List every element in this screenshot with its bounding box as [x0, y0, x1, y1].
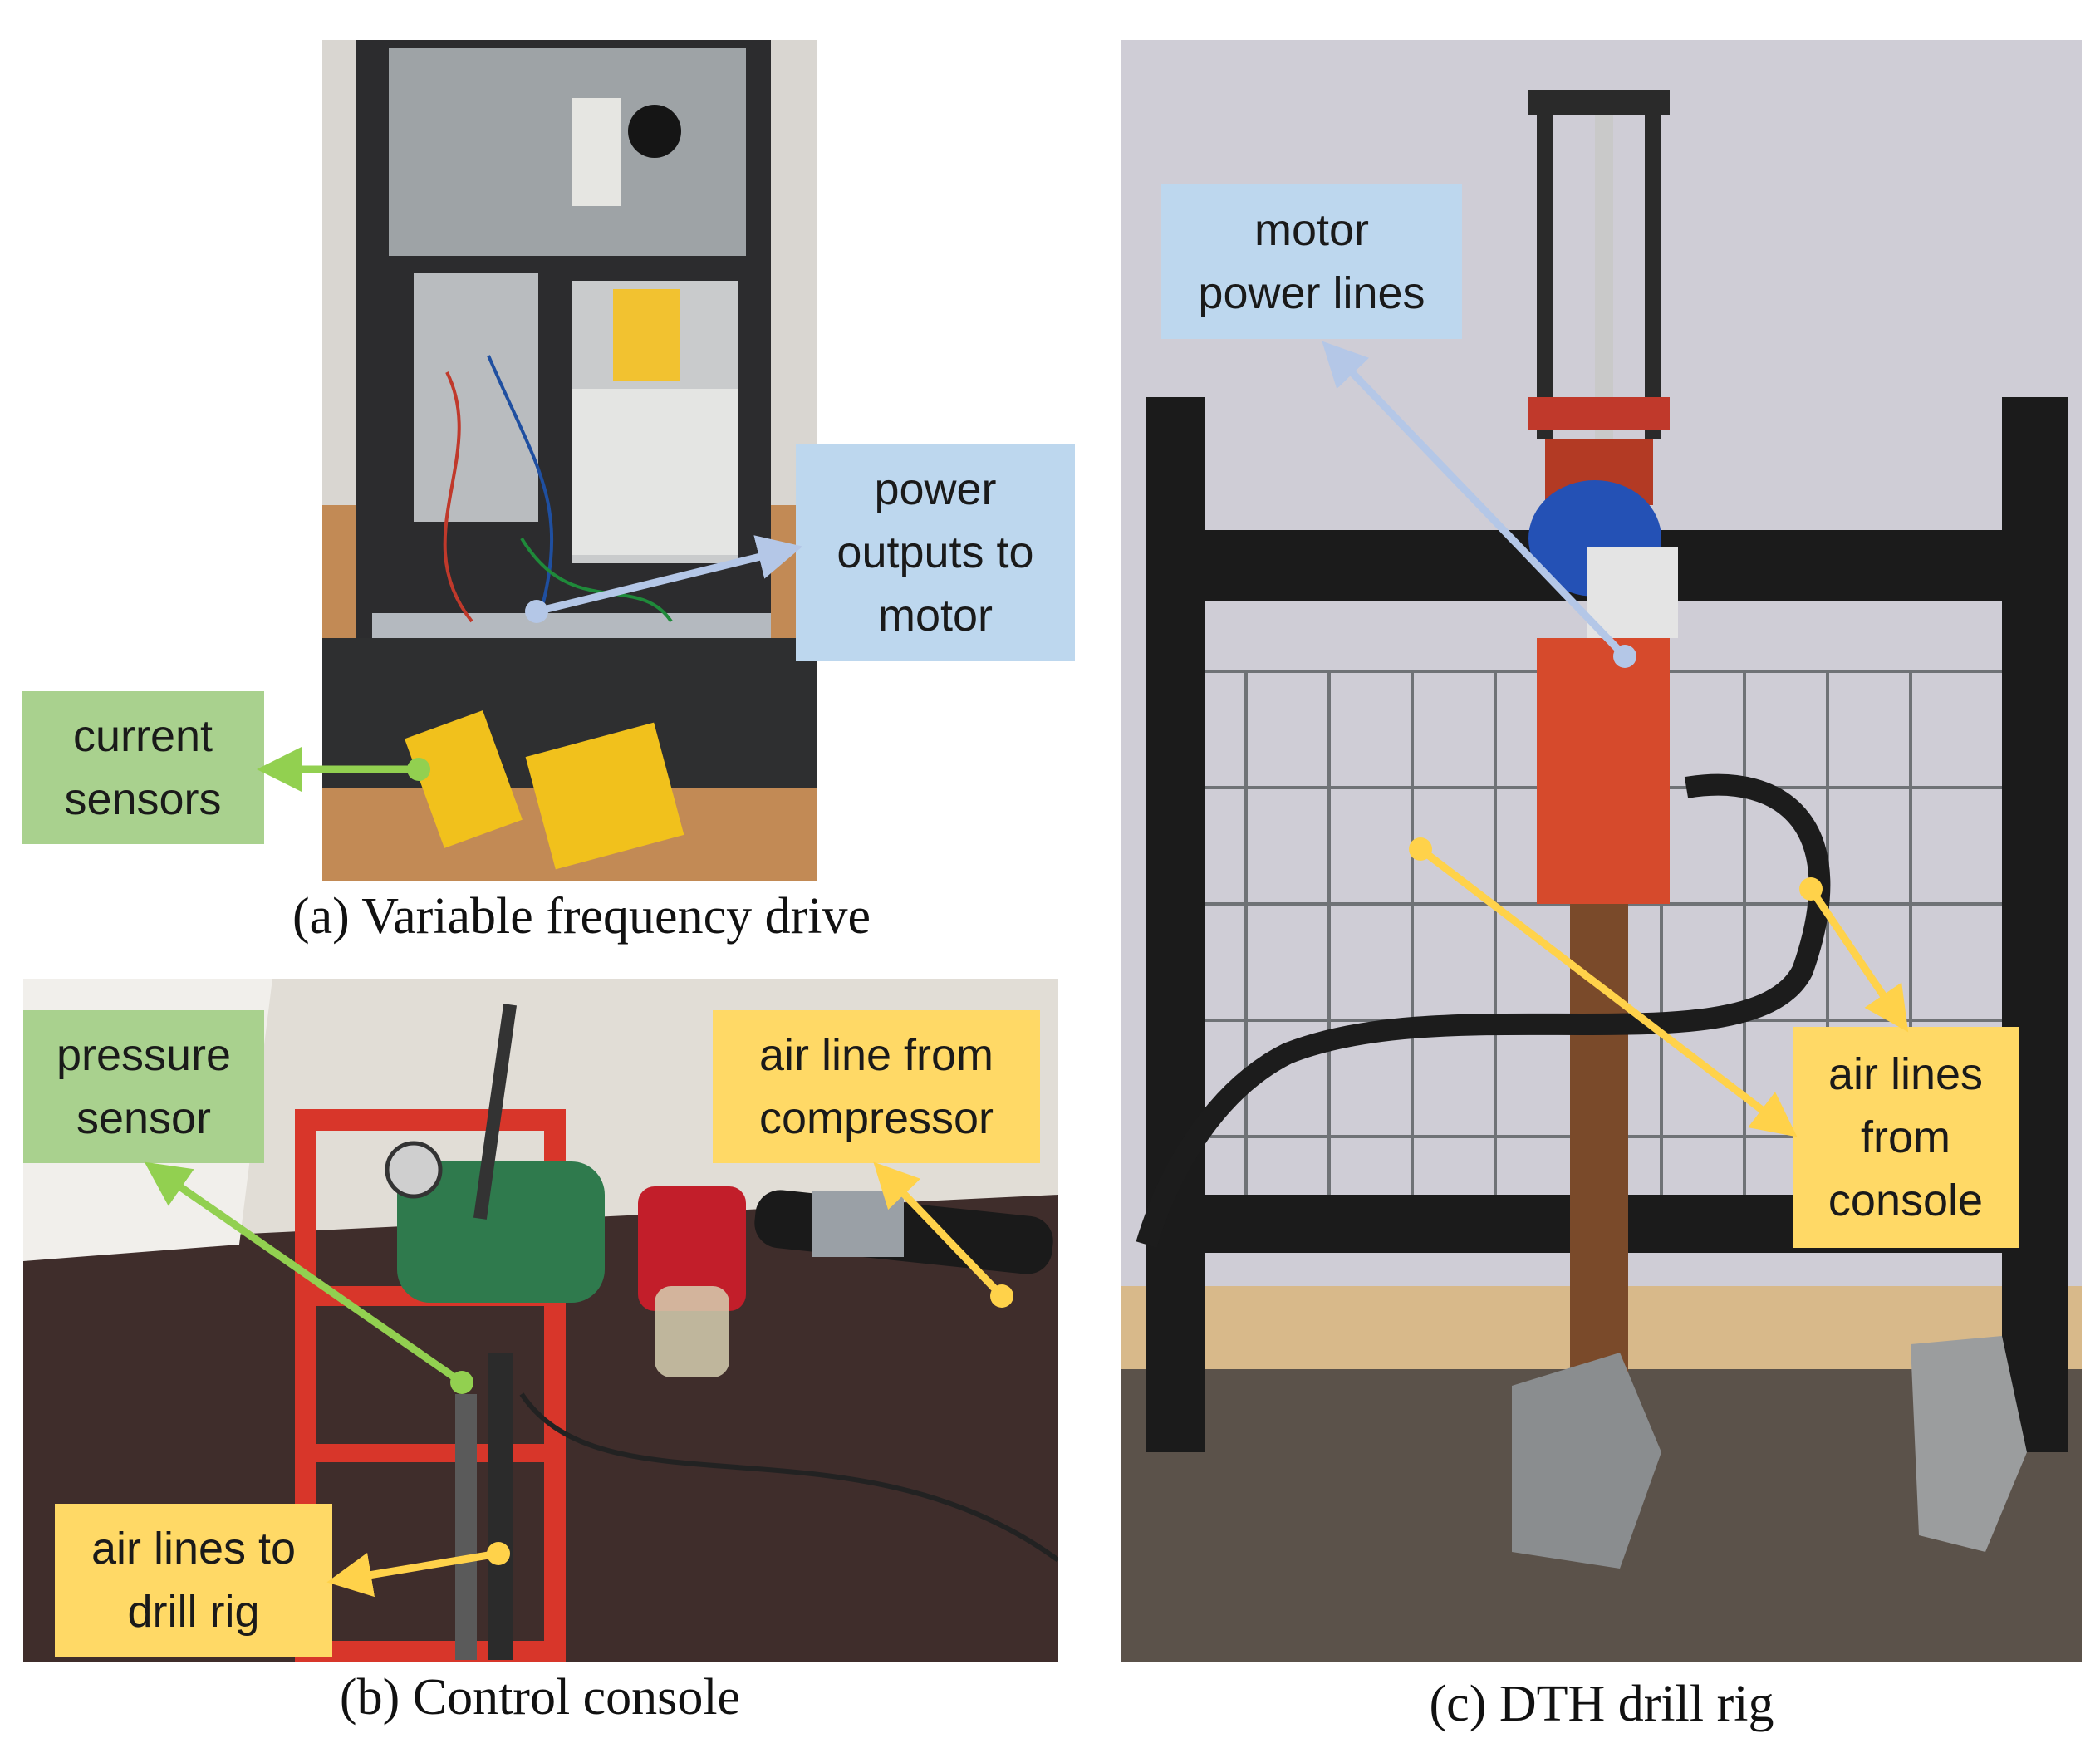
label-power-outputs-to-motor: power outputs to motor — [796, 444, 1075, 661]
caption-panel-b: (b) Control console — [339, 1669, 741, 1726]
label-pressure-sensor: pressure sensor — [23, 1010, 264, 1163]
caption-panel-a: (a) Variable frequency drive — [292, 888, 871, 945]
photo-variable-frequency-drive — [322, 40, 817, 881]
label-air-lines-to-drill-rig: air lines to drill rig — [55, 1504, 332, 1657]
label-current-sensors: current sensors — [22, 691, 264, 844]
label-air-lines-from-console: air lines from console — [1793, 1027, 2019, 1248]
label-air-line-from-compressor: air line from compressor — [713, 1010, 1040, 1163]
label-motor-power-lines: motor power lines — [1161, 184, 1462, 339]
caption-panel-c: (c) DTH drill rig — [1429, 1676, 1774, 1732]
